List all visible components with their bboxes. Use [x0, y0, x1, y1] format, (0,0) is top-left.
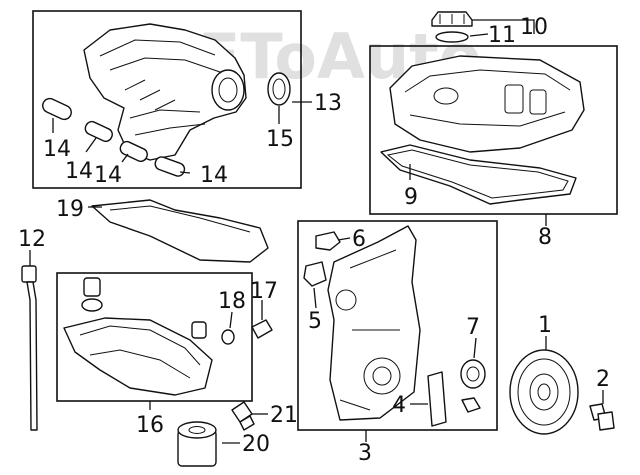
leader-14d: [179, 171, 191, 174]
oil-filler-cap-part: [431, 11, 473, 27]
callout-18: 18: [218, 289, 246, 314]
callout-20: 20: [242, 432, 270, 457]
leader-6: [337, 237, 351, 241]
leader-10: [472, 19, 535, 34]
oil-dipstick-part: [21, 265, 38, 431]
oil-filter-part: [177, 421, 217, 467]
callout-13: 13: [314, 91, 342, 116]
leader-11: [469, 33, 489, 37]
callout-7: 7: [466, 315, 480, 340]
callout-14b: 14: [65, 159, 93, 184]
crank-oil-seal-part: [460, 359, 486, 389]
timing-cover-group-box: [297, 220, 498, 431]
callout-8: 8: [538, 225, 552, 250]
callout-10: 10: [520, 15, 548, 40]
leader-18: [229, 311, 233, 329]
pulley-bolt-part: [589, 403, 615, 431]
leader-5: [313, 287, 317, 309]
crankshaft-pulley-part: [509, 349, 579, 435]
callout-2: 2: [596, 367, 610, 392]
throttle-gasket-part: [267, 72, 291, 106]
intake-gasket-part: [119, 140, 148, 162]
callout-12: 12: [18, 227, 46, 252]
leader-7: [473, 337, 477, 359]
drain-plug-part: [191, 321, 207, 339]
callout-1: 1: [538, 313, 552, 338]
callout-19: 19: [56, 197, 84, 222]
chain-guide-part: [427, 371, 447, 427]
oil-pan-group-box: [56, 272, 253, 402]
leader-14b: [85, 137, 97, 153]
cover-seal-5-part: [303, 261, 327, 287]
callout-3: 3: [358, 441, 372, 466]
guide-bolt-part: [461, 397, 481, 413]
strainer-seal-part: [81, 298, 103, 312]
oil-pan-part: [63, 317, 213, 396]
valve-cover-gasket-part: [380, 144, 577, 205]
callout-21: 21: [270, 403, 298, 428]
intake-gasket-part: [84, 120, 113, 142]
leader-14c: [121, 153, 129, 163]
callout-14c: 14: [94, 163, 122, 188]
cover-seal-6-part: [315, 231, 341, 251]
callout-17: 17: [250, 279, 278, 304]
callout-14a: 14: [43, 137, 71, 162]
callout-4: 4: [392, 393, 406, 418]
callout-11: 11: [488, 23, 516, 48]
oil-strainer-part: [83, 277, 101, 297]
callout-6: 6: [352, 227, 366, 252]
drain-washer-part: [221, 329, 235, 345]
callout-14d: 14: [200, 163, 228, 188]
callout-9: 9: [404, 185, 418, 210]
oil-pan-bolt-part: [251, 319, 273, 339]
timing-chain-cover-part: [327, 225, 421, 421]
oil-filter-fitting-part: [231, 401, 255, 431]
baffle-plate-part: [91, 199, 269, 263]
callout-5: 5: [308, 309, 322, 334]
valve-cover-part: [389, 55, 585, 153]
filler-cap-o-ring-part: [435, 31, 469, 43]
intake-gasket-part: [154, 156, 186, 177]
callout-16: 16: [136, 413, 164, 438]
intake-gasket-part: [42, 97, 72, 121]
intake-manifold-group-box: [32, 10, 302, 189]
valve-cover-group-box: [369, 45, 618, 215]
callout-15: 15: [266, 127, 294, 152]
intake-manifold-part: [83, 23, 247, 161]
